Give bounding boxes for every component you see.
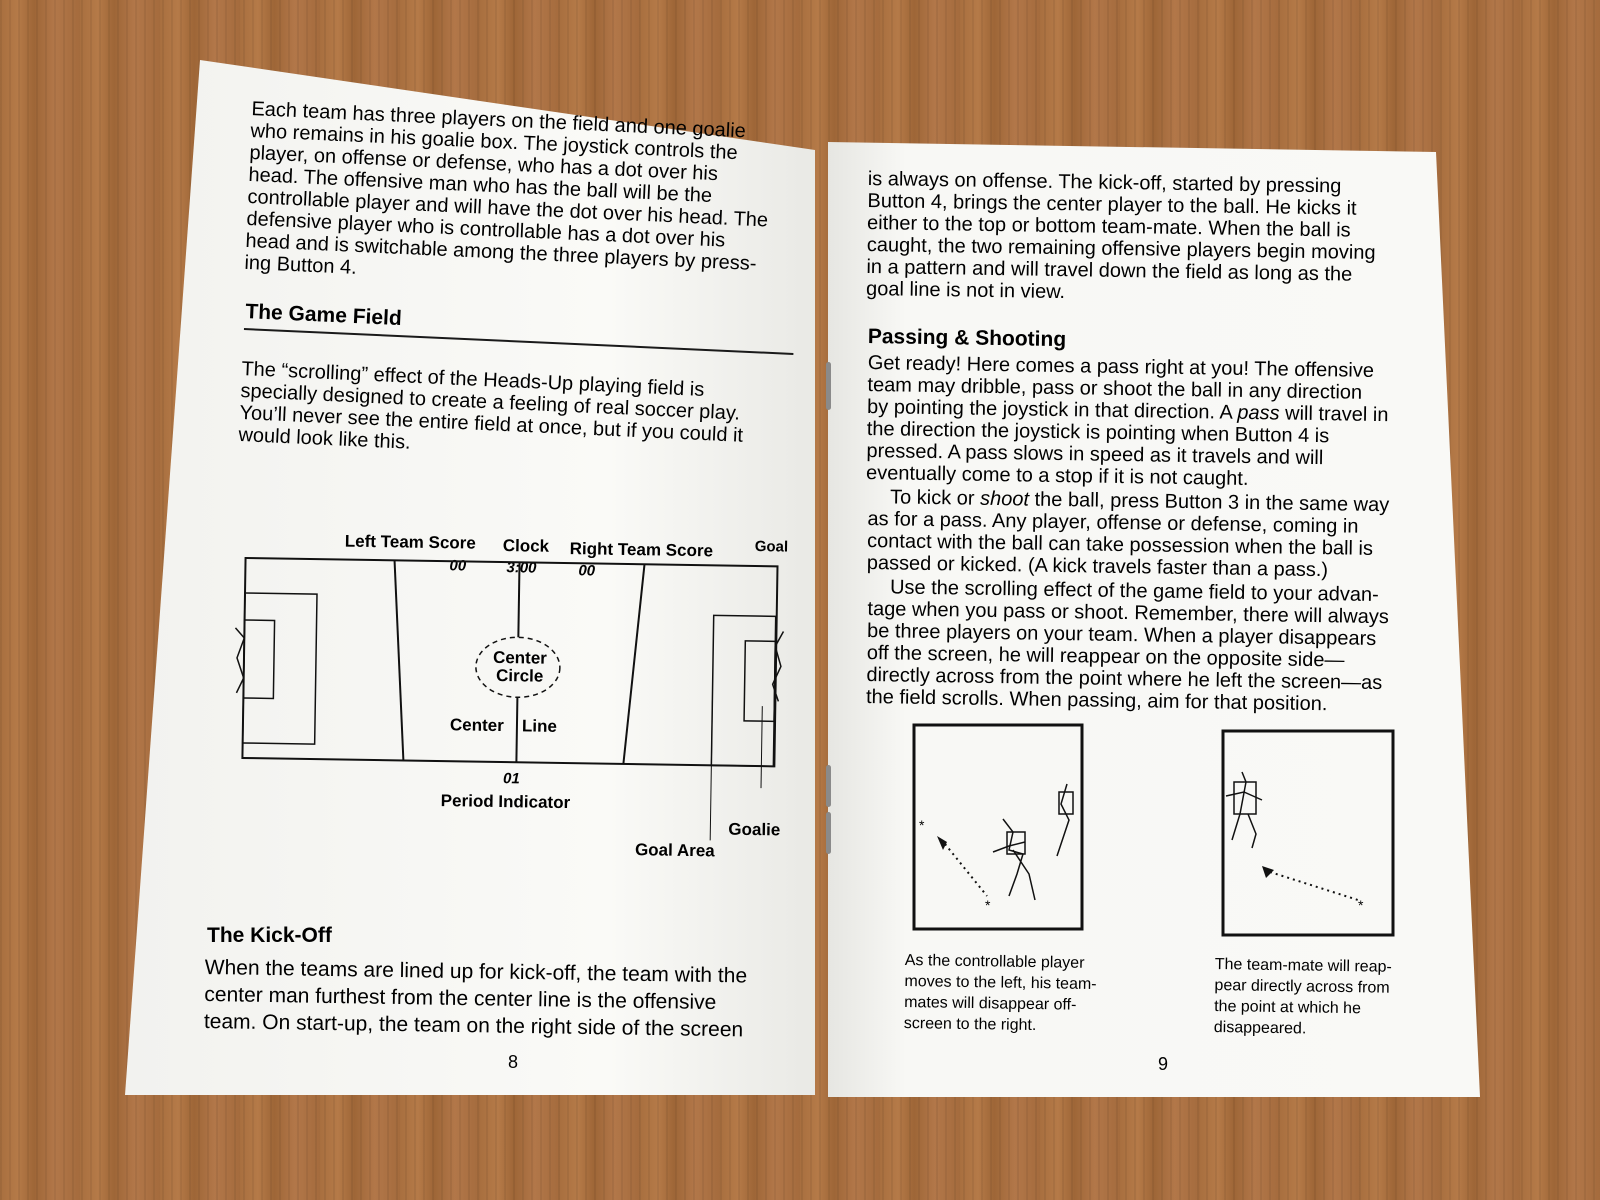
left-team-score-label: Left Team Score (344, 531, 476, 553)
goal-area-label: Goal Area (634, 840, 715, 861)
staple-top (826, 362, 831, 410)
passing-paragraph-3: Use the scrolling effect of the game fie… (865, 576, 1389, 716)
page-number-left: 8 (508, 1052, 519, 1072)
right-page (828, 142, 1480, 1097)
right-team-score-label: Right Team Score (569, 539, 714, 561)
center-line-label-b: Line (521, 716, 558, 736)
period-indicator-value: 01 (502, 770, 520, 788)
svg-text:*: * (985, 897, 991, 913)
staple-bottom (826, 812, 831, 854)
pass-emphasis: pass (1237, 401, 1280, 425)
game-field-diagram: Left Team Score 00 Clock 3:00 Right Team… (234, 530, 805, 879)
kickoff-paragraph: When the teams are lined up for kick-off… (203, 955, 748, 1042)
shoot-text-a: To kick or (867, 486, 981, 510)
period-indicator-label: Period Indicator (440, 791, 571, 813)
goal-label: Goal (754, 538, 789, 556)
page-number-right: 9 (1158, 1054, 1169, 1074)
passing-paragraph-2: To kick or shoot the ball, press Button … (867, 486, 1428, 583)
svg-text:*: * (919, 817, 925, 833)
field-outline (234, 556, 785, 841)
continuation-paragraph: is always on offense. The kick-off, star… (865, 168, 1376, 304)
illustration-caption-right: The team-mate will reap- pear directly a… (1213, 955, 1392, 1038)
kickoff-heading: The Kick-Off (207, 924, 332, 947)
svg-text:*: * (1358, 897, 1364, 913)
shoot-emphasis: shoot (979, 487, 1030, 511)
left-page (125, 60, 815, 1095)
staple-middle (826, 765, 831, 807)
illustration-left-frame: * * (912, 723, 1084, 931)
clock-label: Clock (502, 536, 550, 556)
center-line-label-a: Center (449, 715, 504, 736)
intro-paragraph: Each team has three players on the field… (244, 98, 769, 279)
illustration-right-frame: * (1221, 729, 1395, 937)
goalie-label: Goalie (728, 819, 781, 840)
center-circle-label: Center Circle (492, 647, 548, 686)
passing-heading: Passing & Shooting (867, 325, 1067, 352)
passing-paragraph-1: Get ready! Here comes a pass right at yo… (866, 352, 1428, 493)
illustration-caption-left: As the controllable player moves to the … (903, 951, 1097, 1035)
